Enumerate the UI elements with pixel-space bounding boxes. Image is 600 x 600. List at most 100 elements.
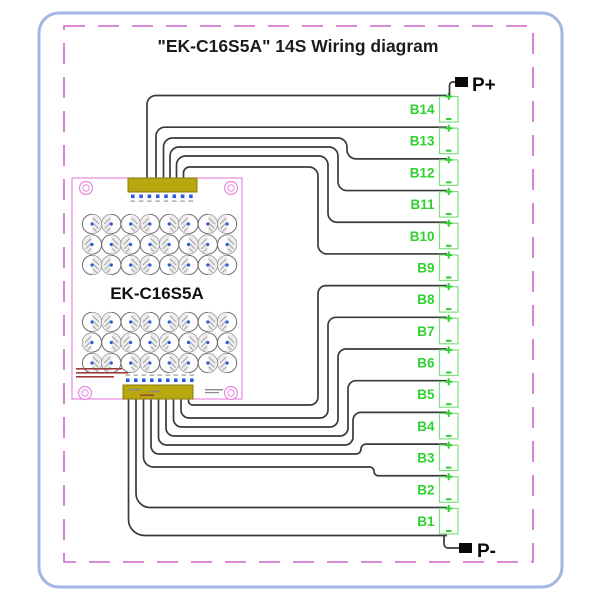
fine-print-line: [76, 372, 128, 374]
pack-negative-label: P-: [477, 541, 496, 562]
battery-cell: B11: [410, 188, 459, 218]
wires-layer: [127, 94, 447, 537]
battery-cell: B2: [417, 473, 459, 503]
balance-resistor-icon: [139, 234, 160, 255]
battery-label: B3: [417, 451, 435, 466]
fine-print-line: [205, 392, 219, 394]
wire-b6: [172, 348, 447, 428]
mounting-hole-inner: [81, 389, 89, 397]
fine-print-line: [129, 389, 141, 391]
pin-label-mark: [138, 200, 144, 202]
battery-label: B11: [410, 197, 435, 212]
fine-print-line: [76, 376, 114, 378]
balance-resistor-icon: [178, 352, 199, 374]
connector-pin-icon: [166, 378, 170, 383]
balance-resistor-icon: [139, 213, 160, 235]
connector-pin-icon: [147, 194, 152, 199]
wire-b11: [169, 146, 447, 192]
battery-cell: B9: [417, 251, 459, 282]
battery-label: B8: [417, 292, 435, 307]
positive-terminal-icon: [445, 504, 453, 512]
battery-label: B7: [417, 324, 434, 339]
balance-resistor-icon: [159, 254, 180, 276]
positive-terminal-icon: [445, 251, 453, 259]
pack-negative: P-: [443, 535, 496, 562]
bms-board: [71, 177, 243, 401]
battery-cell: B7: [417, 314, 459, 345]
wire-b12: [162, 137, 447, 179]
balance-resistor-icon: [101, 352, 122, 374]
battery-cell: B8: [417, 283, 459, 313]
balance-resistor-icon: [120, 213, 141, 235]
balance-resistor-icon: [81, 332, 103, 353]
balance-resistor-icon: [159, 234, 180, 255]
balance-resistor-icon: [197, 254, 218, 276]
balance-resistor-icon: [197, 311, 218, 333]
wire-b4: [157, 397, 447, 446]
connector-pin-icon: [182, 378, 186, 383]
outer-border: [37, 11, 564, 589]
connector-pin-icon: [174, 378, 178, 383]
balance-resistor-icon: [139, 332, 160, 353]
positive-terminal-icon: [445, 219, 453, 227]
balance-resistor-icon: [159, 352, 180, 374]
mounting-hole-icon: [78, 180, 94, 196]
positive-terminal-icon: [445, 314, 453, 322]
balance-resistor-icon: [120, 332, 141, 353]
battery-cell: B6: [417, 346, 459, 377]
pin-label-mark: [180, 200, 185, 202]
positive-terminal-icon: [445, 188, 453, 196]
balance-resistor-icon: [139, 311, 160, 333]
positive-terminal-icon: [445, 409, 453, 417]
balance-resistor-icon: [178, 311, 199, 333]
balance-resistor-icon: [159, 311, 180, 333]
balance-resistor-icon: [81, 213, 103, 235]
wire-b13: [155, 126, 447, 179]
connector-pin-icon: [150, 378, 154, 383]
mounting-hole-inner: [82, 184, 90, 192]
balance-resistor-icon: [178, 234, 199, 255]
pack-positive-label: P+: [472, 75, 496, 96]
mounting-hole-inner: [227, 389, 235, 397]
battery-label: B12: [410, 165, 435, 180]
wire-b1: [135, 397, 447, 509]
balance-resistor-icon: [159, 332, 180, 353]
wire-b10: [175, 155, 447, 224]
battery-label: B13: [410, 134, 435, 149]
battery-cell: B4: [417, 409, 459, 440]
positive-terminal-icon: [445, 473, 453, 481]
positive-terminal-icon: [445, 346, 453, 354]
battery-cell: B1: [417, 504, 459, 535]
balance-resistor-icon: [81, 254, 103, 276]
wire-b3: [150, 397, 447, 455]
fine-print-line: [205, 389, 223, 391]
pin-label-mark: [181, 374, 187, 376]
balance-resistor-icon: [197, 213, 218, 235]
balance-resistor-icon: [139, 352, 160, 374]
positive-terminal-icon: [445, 156, 453, 164]
pin-label-mark: [133, 374, 139, 376]
wire-b2: [142, 397, 447, 477]
wire-b5: [165, 379, 447, 437]
positive-terminal-icon: [445, 378, 453, 386]
connector-pin-icon: [139, 194, 143, 199]
connector-pin-icon: [172, 194, 177, 199]
fine-print-line: [150, 391, 160, 393]
pin-label-mark: [141, 374, 147, 376]
wire-b8: [187, 284, 447, 406]
balance-resistor-icon: [217, 234, 238, 255]
pack-positive-lead: [448, 81, 456, 96]
mounting-hole-inner: [227, 184, 235, 192]
pin-label-mark: [165, 374, 171, 376]
balance-resistor-icon: [178, 254, 199, 276]
balance-resistor-icon: [217, 254, 238, 276]
pack-negative-terminal: [459, 543, 472, 553]
connector-pin-icon: [190, 378, 194, 383]
positive-terminal-icon: [445, 283, 453, 291]
pin-label-mark: [149, 374, 155, 376]
balance-resistor-icon: [217, 352, 238, 374]
diagram-title: "EK-C16S5A" 14S Wiring diagram: [158, 36, 439, 56]
mounting-hole-icon: [223, 180, 239, 196]
battery-label: B5: [417, 387, 435, 402]
